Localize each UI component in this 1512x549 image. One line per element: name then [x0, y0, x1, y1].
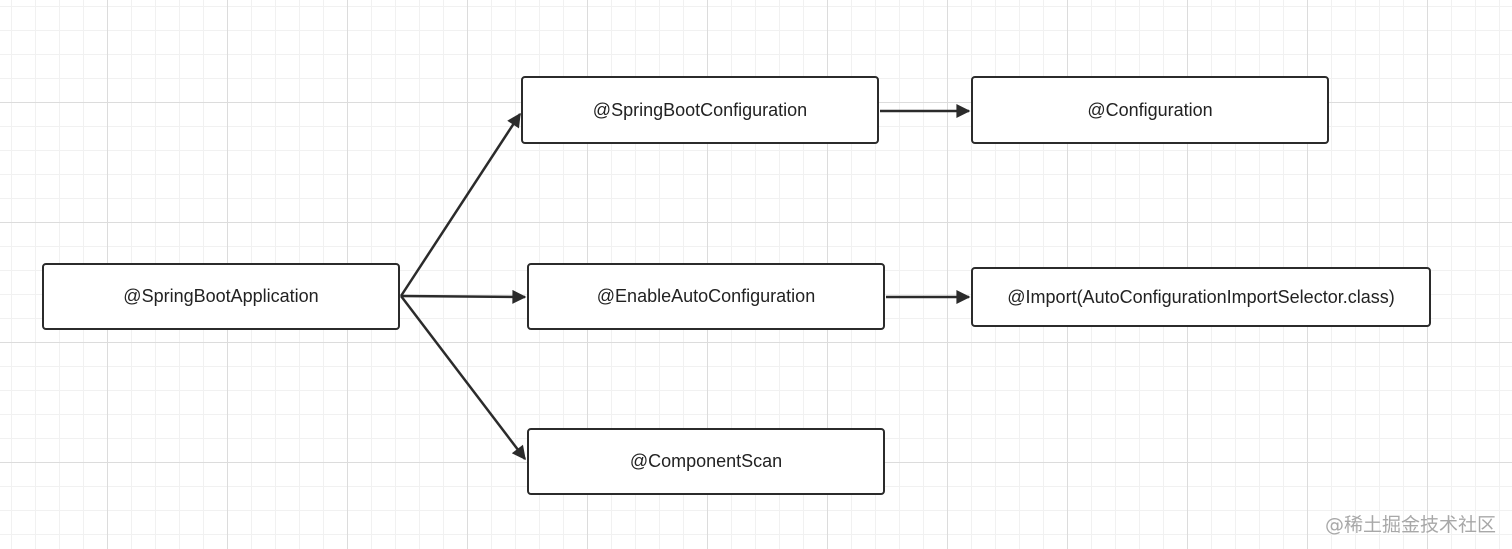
- watermark: @稀土掘金技术社区: [1324, 514, 1496, 536]
- node-spring-boot-application: @SpringBootApplication: [42, 263, 400, 330]
- node-configuration: @Configuration: [971, 76, 1329, 144]
- node-component-scan: @ComponentScan: [527, 428, 885, 495]
- edge-application-to-enableautoconfiguration: [400, 289, 527, 304]
- node-label: @EnableAutoConfiguration: [596, 286, 816, 306]
- node-label: @SpringBootConfiguration: [592, 99, 808, 120]
- node-enable-auto-configuration: @EnableAutoConfiguration: [527, 263, 885, 330]
- node-label: @Configuration: [1087, 99, 1213, 120]
- node-label: @ComponentScan: [629, 451, 783, 471]
- edge-application-to-componentscan: [400, 295, 526, 461]
- node-label: @Import(AutoConfigurationImportSelector.…: [1007, 286, 1395, 307]
- node-label: @SpringBootApplication: [123, 286, 319, 306]
- edge-application-to-springbootconfiguration: [399, 112, 522, 297]
- node-spring-boot-configuration: @SpringBootConfiguration: [521, 76, 879, 144]
- node-import-selector: @Import(AutoConfigurationImportSelector.…: [971, 267, 1431, 327]
